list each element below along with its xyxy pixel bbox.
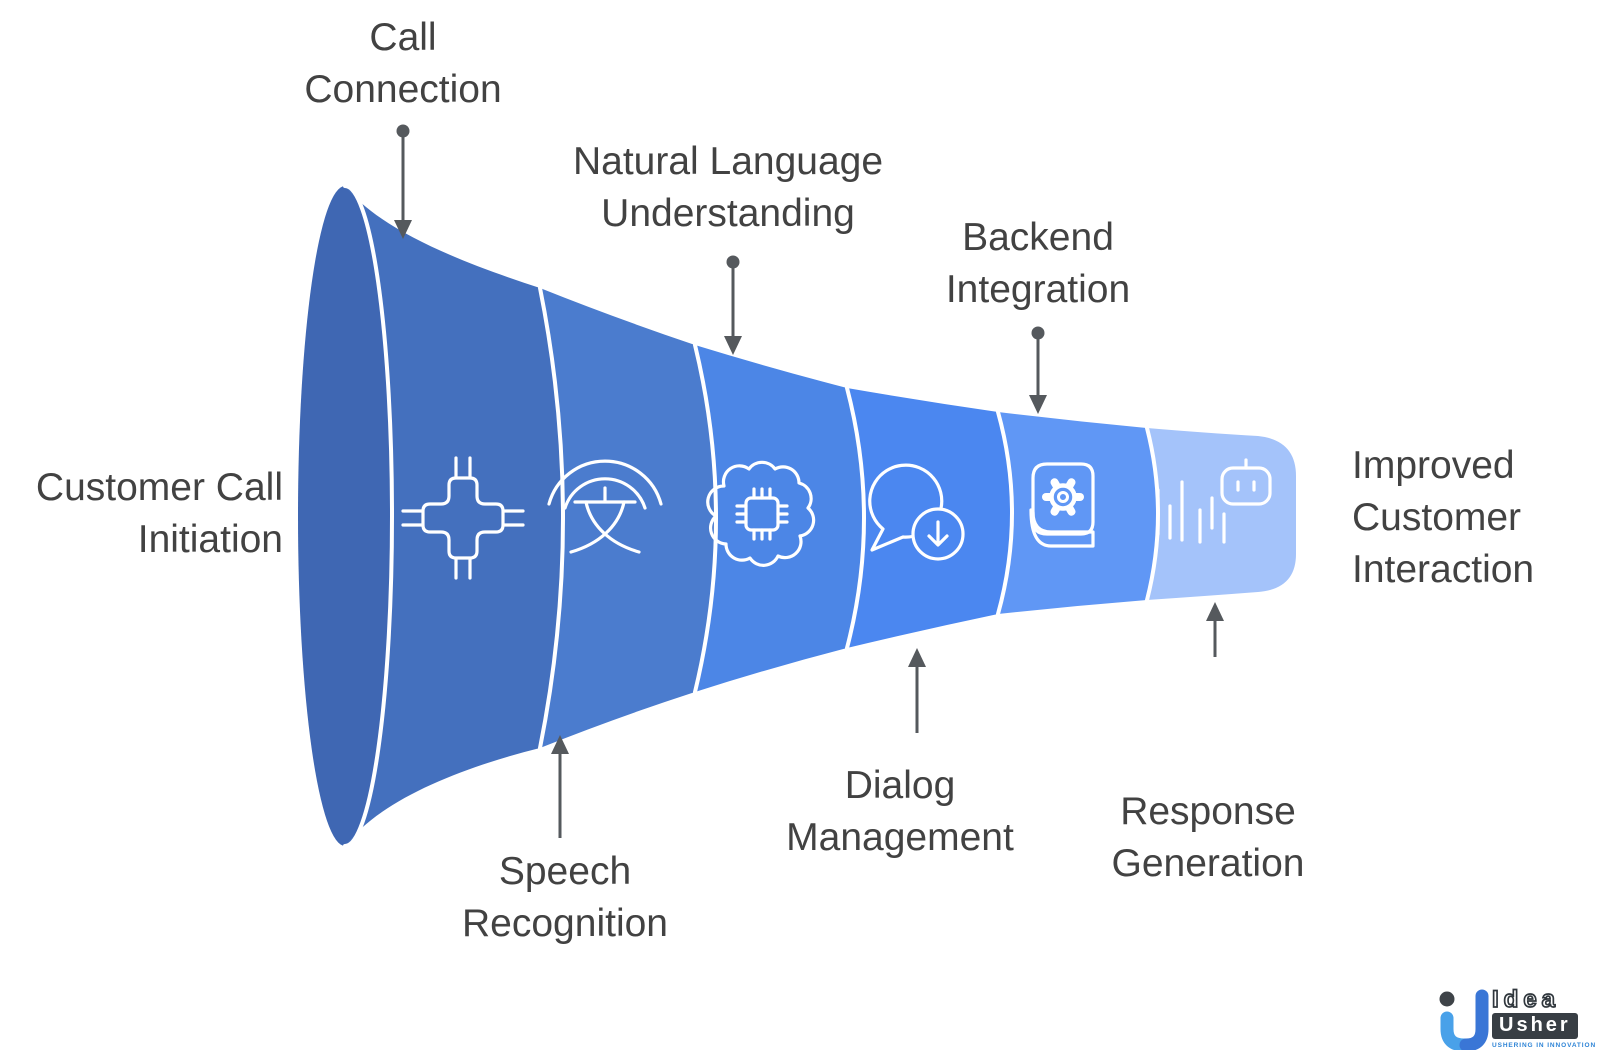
stage-call-connection-shape [345, 186, 563, 846]
label-speech-recognition: Speech Recognition [462, 846, 668, 950]
label-line: Integration [945, 268, 1131, 311]
chat-download-icon [868, 463, 965, 561]
idea-usher-logo-mark-icon [1439, 989, 1489, 1050]
arrow-speech-recognition [551, 735, 569, 838]
label-line: Speech [498, 850, 632, 893]
logo-idea-text: Idea [1491, 986, 1561, 1013]
label-line: Initiation [137, 518, 283, 561]
label-dialog-management: Dialog Management [786, 760, 1014, 864]
waveform-robot-icon [1156, 458, 1272, 544]
circuit-connector-icon [401, 456, 525, 580]
label-line: Recognition [462, 902, 668, 945]
logo-usher-text: Usher [1492, 1013, 1578, 1039]
stage-speech-recognition-shape [540, 288, 716, 748]
idea-usher-logo-text: Idea Usher USHERING IN INNOVATION [1491, 986, 1597, 1049]
arrow-response-generation [1206, 602, 1224, 657]
label-line: Call [369, 16, 437, 59]
gear-glyph [1042, 478, 1084, 516]
arrows [394, 124, 1224, 838]
arrow-backend-integration [1029, 326, 1047, 414]
idea-usher-logo: Idea Usher USHERING IN INNOVATION [1436, 986, 1600, 1050]
stage-response-generation-shape [1147, 428, 1296, 600]
label-natural-language-understanding: Natural Language Understanding [573, 136, 883, 240]
label-call-connection: Call Connection [304, 12, 501, 116]
label-line: Dialog [844, 764, 956, 807]
label-customer-call-initiation: Customer Call Initiation [36, 462, 283, 566]
label-line: Generation [1111, 842, 1305, 885]
arrow-call-connection [394, 124, 412, 239]
label-improved-customer-interaction: Improved Customer Interaction [1352, 440, 1534, 596]
separator-4 [996, 410, 1014, 616]
separator-1 [538, 286, 565, 750]
separator-3 [845, 386, 866, 650]
label-line: Management [786, 816, 1014, 859]
logo-tagline: USHERING IN INNOVATION [1492, 1042, 1597, 1049]
label-line: Natural Language [572, 140, 884, 183]
label-response-generation: Response Generation [1112, 786, 1305, 890]
label-line: Understanding [601, 192, 855, 235]
label-line: Response [1120, 790, 1296, 833]
segment-separators [343, 184, 1160, 848]
label-line: Interaction [1352, 548, 1535, 591]
stage-backend-integration-shape [998, 412, 1158, 614]
arrow-dialog-management [908, 648, 926, 733]
label-line: Connection [304, 68, 502, 111]
label-line: Customer Call [35, 466, 283, 509]
label-backend-integration: Backend Integration [946, 212, 1130, 316]
separator-rim [343, 184, 394, 848]
arrow-natural-language-understanding [724, 255, 742, 355]
language-signal-icon [547, 459, 663, 554]
label-line: Improved [1352, 444, 1515, 487]
brain-chip-icon [706, 460, 816, 567]
stage-customer-call-initiation-shape [298, 186, 392, 846]
label-line: Backend [962, 216, 1114, 259]
label-line: Customer [1352, 496, 1522, 539]
book-gear-icon [1029, 462, 1095, 548]
